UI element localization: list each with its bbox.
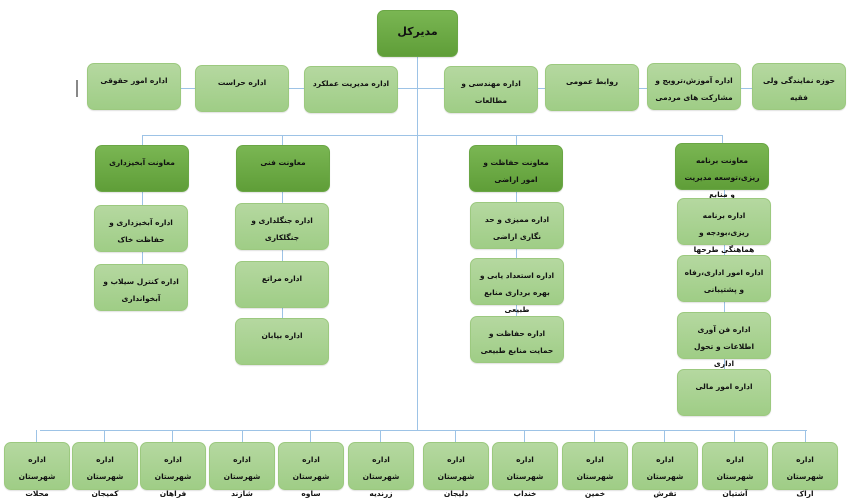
deputy-box[interactable]: معاونت حفاظت و امور اراضی: [469, 145, 563, 192]
connector-line: [455, 430, 456, 442]
staff-unit-box[interactable]: اداره آموزش،ترویج و مشارکت های مردمی: [647, 63, 741, 110]
department-box[interactable]: اداره جنگلداری و جنگلکاری: [235, 203, 329, 250]
staff-unit-box[interactable]: اداره مدیریت عملکرد: [304, 66, 398, 113]
deputy-box[interactable]: معاونت آبخیزداری: [95, 145, 189, 192]
cursor-bar: [76, 80, 78, 97]
deputy-box[interactable]: معاونت فنی: [236, 145, 330, 192]
county-office-box[interactable]: اداره شهرستان دلیجان: [423, 442, 489, 498]
connector-line: [104, 430, 105, 442]
county-office-box[interactable]: اداره شهرستان شازند: [209, 442, 275, 498]
staff-unit-box[interactable]: اداره مهندسی و مطالعات: [444, 66, 538, 113]
county-office-box[interactable]: اداره شهرستان فراهان: [140, 442, 206, 498]
connector-line: [310, 430, 311, 442]
county-office-box[interactable]: اداره شهرستان اراک: [772, 442, 838, 498]
connector-line: [734, 430, 735, 442]
department-box[interactable]: اداره برنامه ریزی،بودجه و هماهنگی طرحها: [677, 198, 771, 254]
connector-line: [36, 430, 37, 442]
county-office-box[interactable]: اداره شهرستان زرندیه: [348, 442, 414, 498]
department-box[interactable]: اداره ممیزی و حد نگاری اراضی: [470, 202, 564, 249]
connector-line: [722, 135, 723, 145]
connector-line: [40, 430, 807, 431]
head-director-box[interactable]: مدیرکل: [377, 10, 458, 57]
connector-line: [142, 135, 143, 145]
connector-line: [516, 135, 517, 145]
connector-line: [142, 135, 723, 136]
department-box[interactable]: اداره آبخیزداری و حفاظت خاک: [94, 205, 188, 252]
staff-unit-box[interactable]: اداره امور حقوقی: [87, 63, 181, 110]
county-office-box[interactable]: اداره شهرستان کمیجان: [72, 442, 138, 498]
connector-line: [516, 192, 517, 316]
county-office-box[interactable]: اداره شهرستان آشتیان: [702, 442, 768, 498]
department-box[interactable]: اداره حفاظت و حمایت منابع طبیعی: [470, 316, 564, 363]
connector-line: [282, 192, 283, 318]
department-box[interactable]: اداره مراتع: [235, 261, 329, 308]
connector-line: [805, 430, 806, 442]
connector-line: [524, 430, 525, 442]
department-box[interactable]: اداره فن آوری اطلاعات و تحول اداری: [677, 312, 771, 368]
staff-unit-box[interactable]: حوزه نمایندگی ولی فقیه: [752, 63, 846, 110]
department-box[interactable]: اداره کنترل سیلاب و آبخوانداری: [94, 264, 188, 311]
connector-line: [242, 430, 243, 442]
department-box[interactable]: اداره امور اداری،رفاه و پشتیبانی: [677, 255, 771, 302]
county-office-box[interactable]: اداره شهرستان محلات: [4, 442, 70, 498]
connector-line: [594, 430, 595, 442]
county-office-box[interactable]: اداره شهرستان خمین: [562, 442, 628, 498]
county-office-box[interactable]: اداره شهرستان تفرش: [632, 442, 698, 498]
connector-line: [172, 430, 173, 442]
deputy-box[interactable]: معاونت برنامه ریزی،توسعه مدیریت و منابع: [675, 143, 769, 199]
connector-line: [417, 57, 418, 430]
staff-unit-box[interactable]: روابط عمومی: [545, 64, 639, 111]
department-box[interactable]: اداره استعداد یابی و بهره برداری منابع ط…: [470, 258, 564, 314]
county-office-box[interactable]: اداره شهرستان ساوه: [278, 442, 344, 498]
connector-line: [282, 135, 283, 145]
department-box[interactable]: اداره امور مالی: [677, 369, 771, 416]
connector-line: [664, 430, 665, 442]
county-office-box[interactable]: اداره شهرستان خنداب: [492, 442, 558, 498]
staff-unit-box[interactable]: اداره حراست: [195, 65, 289, 112]
connector-line: [380, 430, 381, 442]
department-box[interactable]: اداره بیابان: [235, 318, 329, 365]
